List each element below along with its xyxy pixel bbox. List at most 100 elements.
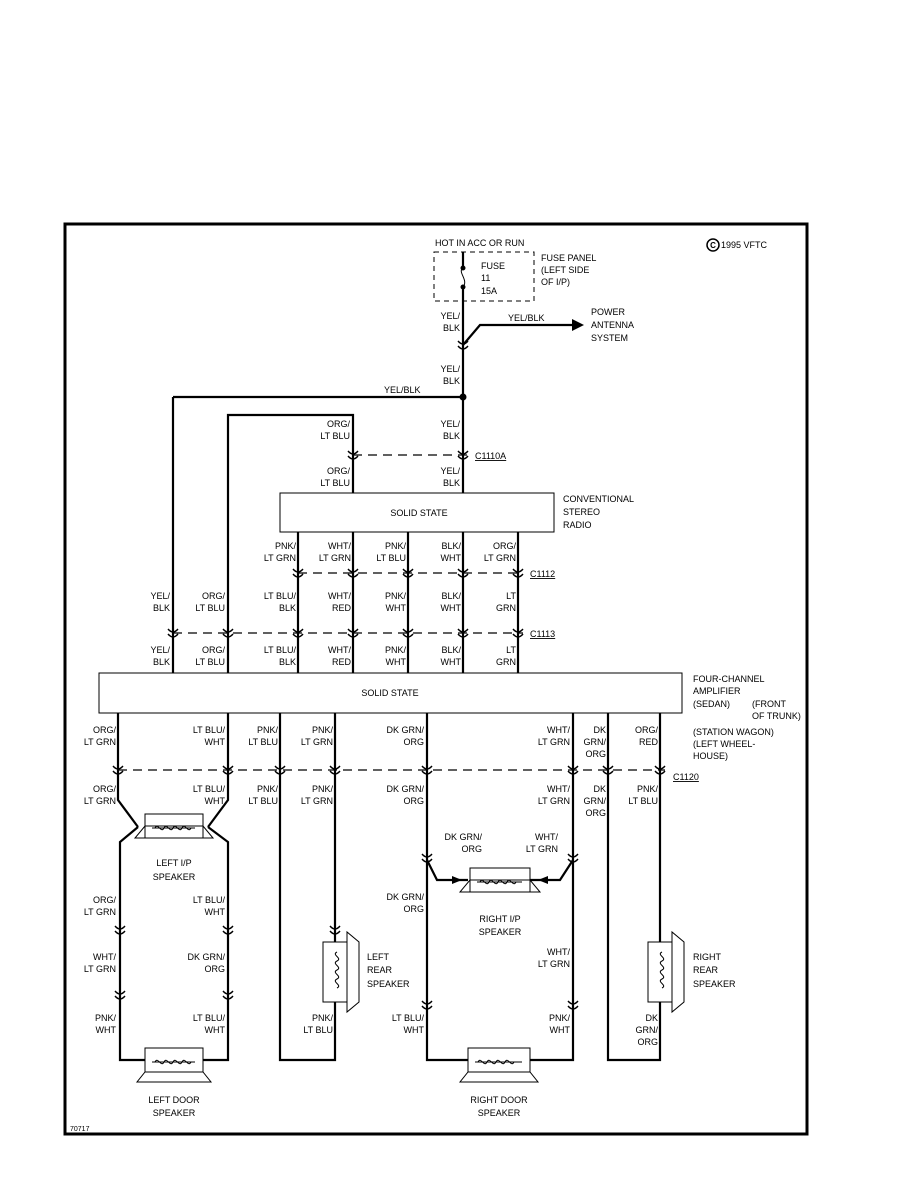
wire-color-label: LT BLU/BLK: [264, 591, 297, 613]
wire-color-label: YEL/BLK: [150, 645, 170, 667]
copyright-text: 1995 VFTC: [721, 240, 768, 250]
wire-color-label: PNK/LT BLU: [628, 784, 658, 806]
connector-pin: [421, 765, 433, 775]
connector-pin: [167, 628, 179, 638]
fuse-panel-label-2: (LEFT SIDE: [541, 265, 589, 275]
amp-label-7: (LEFT WHEEL-: [693, 739, 755, 749]
antenna-label-3: SYSTEM: [591, 333, 628, 343]
connector-pin: [421, 853, 433, 863]
connector-pin: [347, 568, 359, 578]
amp-label-5: OF TRUNK): [752, 711, 801, 721]
wire-color-label: ORG/LT BLU: [195, 591, 225, 613]
left-door-label-2: SPEAKER: [153, 1108, 196, 1118]
right-rear-label-2: REAR: [693, 965, 719, 975]
fuse-label: FUSE: [481, 261, 505, 271]
left-door-label-1: LEFT DOOR: [148, 1095, 200, 1105]
wire-color-label: LT BLU/WHT: [193, 784, 226, 806]
right-rear-label-1: RIGHT: [693, 952, 722, 962]
amp-label-3: (SEDAN): [693, 699, 730, 709]
connector-pin: [329, 925, 341, 935]
left-ip-label-1: LEFT I/P: [156, 858, 191, 868]
left-door-speaker: [135, 1047, 213, 1083]
connector-pin: [292, 628, 304, 638]
wire-color-label: ORG/LT BLU: [320, 419, 350, 441]
wire-color-label: PNK/LT BLU: [376, 541, 406, 563]
amplifier-box: [98, 672, 683, 714]
wire-color-label: DK GRN/ORG: [444, 832, 482, 854]
fuse-panel-label-3: OF I/P): [541, 277, 570, 287]
wire-color-label: YEL/BLK: [440, 364, 460, 386]
connector-pin: [347, 450, 359, 460]
antenna-arrow: [572, 319, 584, 331]
connector-pin: [512, 628, 524, 638]
wire-color-label: PNK/WHT: [95, 1013, 117, 1035]
wire-color-label: BLK/WHT: [441, 541, 462, 563]
radio-box: [279, 492, 555, 533]
wire-color-label: WHT/LT GRN: [319, 541, 352, 563]
connector-pin: [329, 765, 341, 775]
connector-pin: [347, 628, 359, 638]
wire-color-label: WHT/LT GRN: [84, 952, 117, 974]
connector-pin: [112, 765, 124, 775]
connector-c1113: C1113: [530, 629, 555, 639]
radio-label-2: STEREO: [563, 507, 600, 517]
wire-color-label: ORG/LT BLU: [320, 466, 350, 488]
left-rear-label-1: LEFT: [367, 952, 390, 962]
wire-color-label: LT BLU/WHT: [392, 1013, 425, 1035]
wire-color-label: WHT/LT GRN: [538, 784, 571, 806]
wire-color-label: ORG/LT BLU: [195, 645, 225, 667]
wire-color-label: ORG/LT GRN: [484, 541, 517, 563]
right-door-label-1: RIGHT DOOR: [470, 1095, 528, 1105]
right-ip-arrow-left: [452, 876, 462, 884]
connector-pin: [292, 568, 304, 578]
right-ip-label-2: SPEAKER: [479, 927, 522, 937]
connector-pin: [567, 765, 579, 775]
fuse-panel-box: [433, 251, 535, 302]
wire-color-label: DK GRN/ORG: [386, 725, 424, 747]
wire-color-label: YEL/BLK: [440, 311, 460, 333]
right-rear-speaker: [647, 930, 685, 1014]
amp-label-8: HOUSE): [693, 751, 728, 761]
radio-label-3: RADIO: [563, 520, 592, 530]
wire-color-label: YEL/BLK: [440, 466, 460, 488]
connector-pin: [114, 990, 126, 1000]
wire-color-label: ORG/LT GRN: [84, 784, 117, 806]
wire-color-label: PNK/LT BLU: [248, 784, 278, 806]
connector-pin: [457, 628, 469, 638]
connector-pin: [567, 853, 579, 863]
connector-pin: [421, 1000, 433, 1010]
wire-color-label: LT BLU/BLK: [264, 645, 297, 667]
copyright-mark: C: [710, 241, 716, 250]
connector-pin: [114, 925, 126, 935]
left-rear-label-2: REAR: [367, 965, 393, 975]
right-door-label-2: SPEAKER: [478, 1108, 521, 1118]
connector-pin: [222, 925, 234, 935]
left-ip-speaker: [133, 813, 215, 839]
copyright: C 1995 VFTC: [706, 238, 768, 252]
wire-color-label: PNK/LT BLU: [303, 1013, 333, 1035]
right-rear-label-3: SPEAKER: [693, 979, 736, 989]
amp-solid-state: SOLID STATE: [361, 688, 418, 698]
wire-color-label: PNK/WHT: [385, 591, 407, 613]
wire-color-label: PNK/LT BLU: [248, 725, 278, 747]
hot-in-acc-label: HOT IN ACC OR RUN: [435, 238, 524, 248]
wire-color-label: PNK/LT GRN: [301, 725, 334, 747]
amp-label-2: AMPLIFIER: [693, 686, 741, 696]
wire-color-label: PNK/WHT: [385, 645, 407, 667]
wire-color-label: PNK/LT GRN: [264, 541, 297, 563]
right-ip-label-1: RIGHT I/P: [479, 914, 520, 924]
connector-pin: [222, 628, 234, 638]
wire-color-label: PNK/LT GRN: [301, 784, 334, 806]
right-ip-arrow-right: [538, 876, 548, 884]
wire-color-label: YEL/BLK: [150, 591, 170, 613]
amp-label-4: (FRONT: [752, 699, 786, 709]
radio-label-1: CONVENTIONAL: [563, 494, 634, 504]
left-rear-speaker: [322, 930, 360, 1014]
radio-solid-state: SOLID STATE: [390, 508, 447, 518]
connector-pin: [457, 340, 469, 350]
diagram-frame: [63, 222, 809, 1136]
